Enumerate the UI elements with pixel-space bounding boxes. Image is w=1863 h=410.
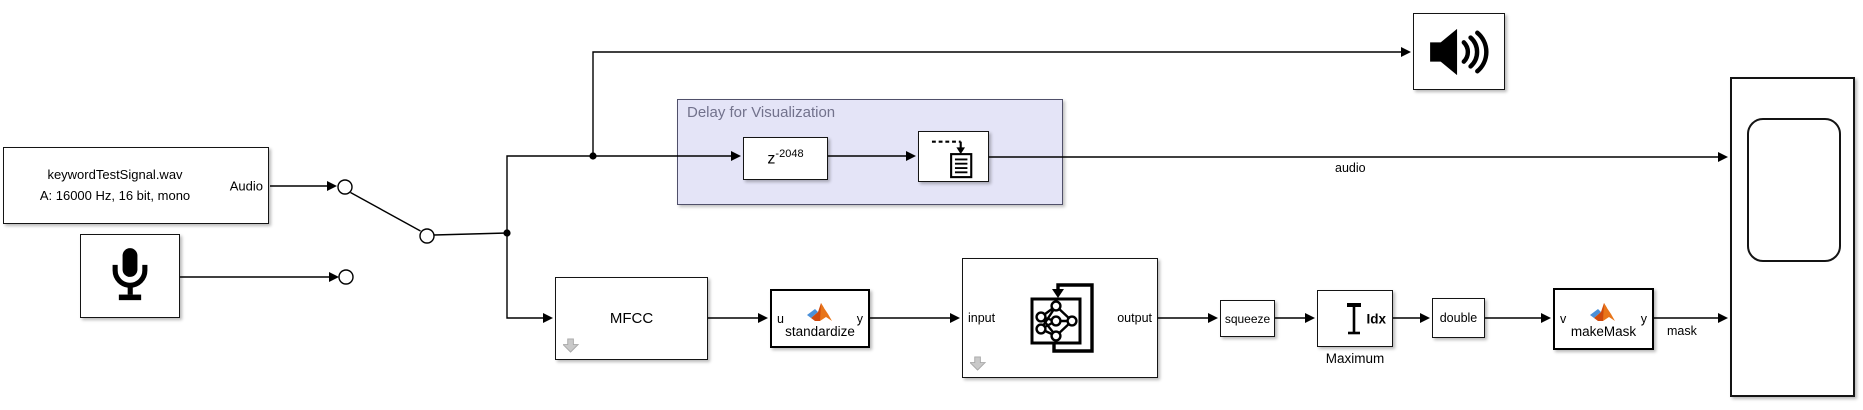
mfcc-block[interactable]: MFCC <box>555 277 708 360</box>
speaker-icon <box>1430 28 1489 75</box>
mfcc-label: MFCC <box>609 310 654 327</box>
maximum-caption: Maximum <box>1325 351 1385 366</box>
wire-delay-to-record[interactable] <box>828 151 916 161</box>
network-in-port-label: input <box>968 311 996 325</box>
mask-signal-label: mask <box>1667 324 1697 338</box>
wire-standardize-to-network[interactable] <box>870 313 960 323</box>
manual-switch[interactable] <box>337 179 435 285</box>
record-to-file-icon <box>931 140 972 178</box>
subsystem-arrow-badge-icon <box>970 356 987 371</box>
wire-switch-output[interactable] <box>433 229 511 237</box>
audio-signal-label: audio <box>1335 161 1366 175</box>
network-block[interactable]: input output <box>962 258 1158 378</box>
matlab-function-icon <box>1590 303 1616 321</box>
microphone-icon <box>112 248 148 301</box>
maximum-block[interactable]: Idx <box>1317 290 1393 347</box>
network-out-port-label: output <box>1117 311 1152 325</box>
ibeam-icon <box>1347 303 1361 335</box>
source-title: keywordTestSignal.wav A: 16000 Hz, 16 bi… <box>39 167 191 203</box>
source-audio-port-label: Audio <box>229 178 263 193</box>
matlab-function-icon <box>806 302 832 321</box>
wire-network-to-squeeze[interactable] <box>1158 313 1218 323</box>
maximum-idx-port-label: Idx <box>1366 311 1386 326</box>
makemask-block[interactable]: v y makeMask <box>1553 288 1654 350</box>
wire-to-mfcc[interactable] <box>506 233 553 323</box>
standardize-label: standardize <box>785 323 855 339</box>
delay-expression: z-2048 <box>767 148 804 168</box>
makemask-label: makeMask <box>1570 324 1637 339</box>
double-label: double <box>1439 311 1478 325</box>
wire-maximum-to-double[interactable] <box>1393 313 1430 323</box>
record-block[interactable] <box>918 131 989 182</box>
area-label: Delay for Visualization <box>687 104 836 121</box>
subsystem-arrow-badge-icon <box>563 338 580 353</box>
delay-visualization-area[interactable]: Delay for Visualization <box>677 99 1063 205</box>
standardize-out-port-label: y <box>856 311 863 326</box>
wire-double-to-makemask[interactable] <box>1485 313 1551 323</box>
makemask-out-port-label: y <box>1640 312 1647 326</box>
squeeze-block[interactable]: squeeze <box>1220 300 1275 337</box>
audio-file-source-block[interactable]: keywordTestSignal.wav A: 16000 Hz, 16 bi… <box>3 147 269 224</box>
standardize-in-port-label: u <box>777 311 784 326</box>
wire-source-to-switch[interactable] <box>270 181 337 191</box>
double-block[interactable]: double <box>1432 298 1485 338</box>
wire-to-speaker[interactable] <box>592 47 1411 156</box>
speaker-block[interactable] <box>1413 13 1505 90</box>
delay-block[interactable]: z-2048 <box>743 137 828 180</box>
scope-block[interactable] <box>1730 77 1855 397</box>
neural-network-icon <box>1030 283 1094 353</box>
wire-audio-to-scope[interactable] <box>989 152 1728 162</box>
scope-screen <box>1747 118 1841 262</box>
squeeze-label: squeeze <box>1224 311 1271 326</box>
wire-mic-to-switch[interactable] <box>180 272 339 282</box>
wire-mask-to-scope[interactable] <box>1654 313 1728 323</box>
standardize-block[interactable]: u y standardize <box>770 289 870 348</box>
makemask-in-port-label: v <box>1560 312 1567 326</box>
wire-mfcc-to-standardize[interactable] <box>708 313 768 323</box>
microphone-block[interactable] <box>80 234 180 318</box>
wire-to-delay[interactable] <box>506 151 741 233</box>
wire-squeeze-to-maximum[interactable] <box>1275 313 1315 323</box>
